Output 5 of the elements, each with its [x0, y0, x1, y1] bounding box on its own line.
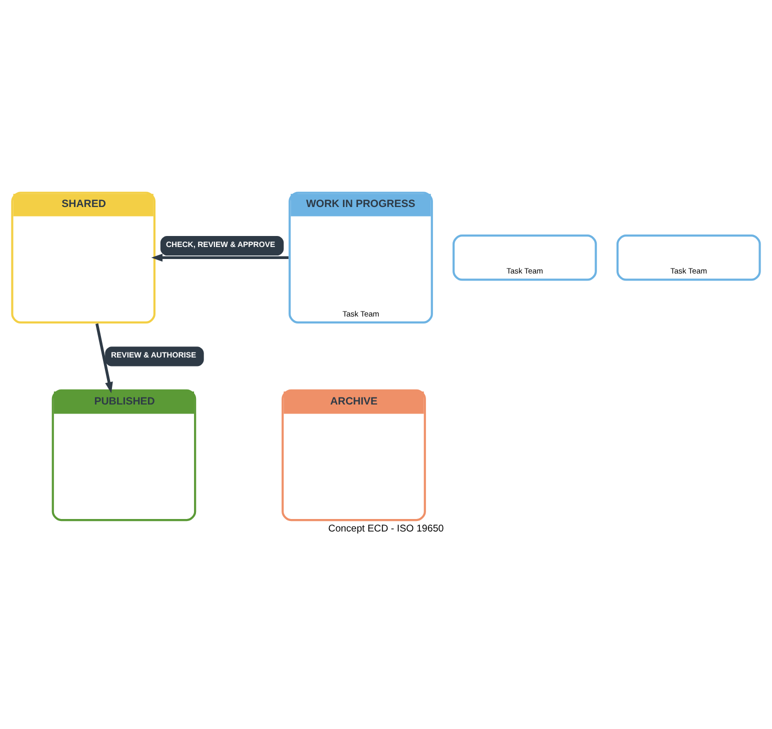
edge-label: CHECK, REVIEW & APPROVE: [166, 240, 276, 250]
arrow: [96, 323, 113, 394]
edge-label: REVIEW & AUTHORISE: [111, 350, 196, 360]
caption: Concept ECD - ISO 19650: [328, 524, 444, 535]
arrow: [151, 254, 288, 262]
